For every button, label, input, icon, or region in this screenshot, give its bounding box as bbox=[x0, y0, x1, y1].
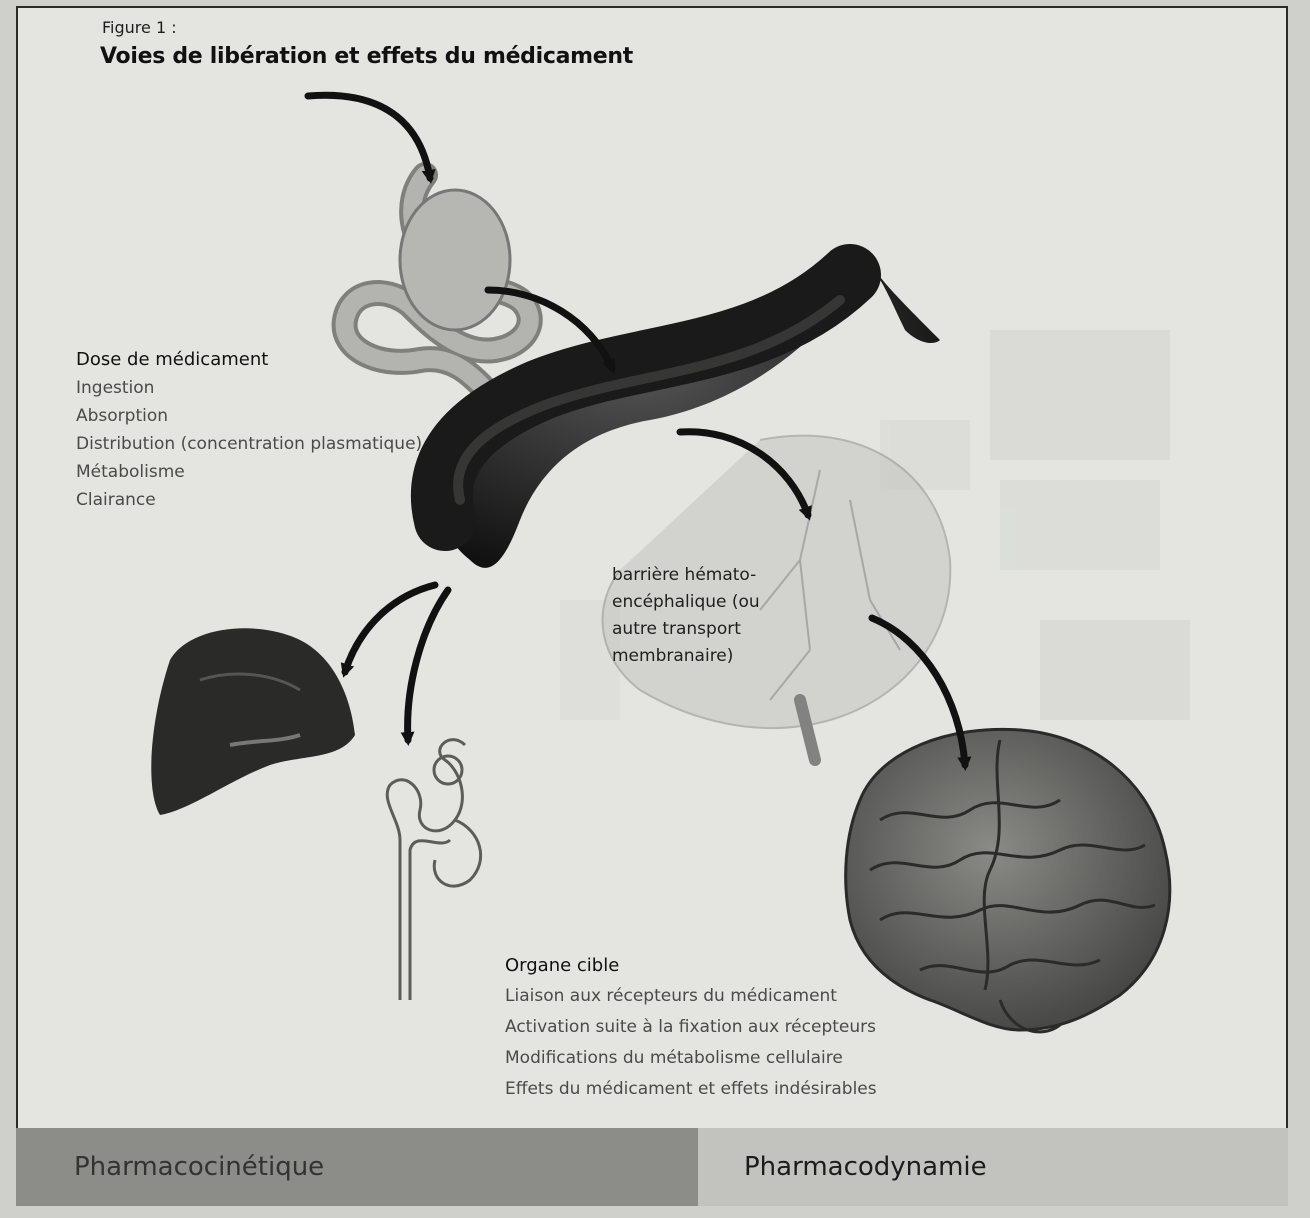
target-block: Organe cible Liaison aux récepteurs du m… bbox=[505, 950, 877, 1105]
barrier-line: encéphalique (ou bbox=[612, 589, 812, 616]
target-heading: Organe cible bbox=[505, 950, 877, 981]
dose-item: Absorption bbox=[76, 402, 422, 430]
target-item: Effets du médicament et effets indésirab… bbox=[505, 1074, 877, 1105]
target-item: Liaison aux récepteurs du médicament bbox=[505, 981, 877, 1012]
dose-item: Ingestion bbox=[76, 374, 422, 402]
dose-item: Métabolisme bbox=[76, 458, 422, 486]
pharmacokinetics-label: Pharmacocinétique bbox=[16, 1128, 698, 1206]
target-item: Activation suite à la fixation aux récep… bbox=[505, 1012, 877, 1043]
dose-item: Clairance bbox=[76, 486, 422, 514]
bottom-band: Pharmacocinétique Pharmacodynamie bbox=[16, 1128, 1288, 1206]
barrier-line: barrière hémato- bbox=[612, 562, 812, 589]
barrier-label: barrière hémato- encéphalique (ou autre … bbox=[612, 562, 812, 670]
liver-icon bbox=[151, 628, 355, 815]
dose-heading: Dose de médicament bbox=[76, 346, 422, 374]
dose-block: Dose de médicament Ingestion Absorption … bbox=[76, 346, 422, 514]
brain-icon bbox=[846, 729, 1170, 1032]
kidney-icon bbox=[387, 740, 480, 1000]
dose-item: Distribution (concentration plasmatique) bbox=[76, 430, 422, 458]
figure-label: Figure 1 : bbox=[102, 18, 177, 37]
target-item: Modifications du métabolisme cellulaire bbox=[505, 1043, 877, 1074]
figure-title: Voies de libération et effets du médicam… bbox=[100, 44, 633, 69]
barrier-line: autre transport bbox=[612, 616, 812, 643]
barrier-line: membranaire) bbox=[612, 643, 812, 670]
pharmacodynamics-label: Pharmacodynamie bbox=[698, 1128, 1288, 1206]
